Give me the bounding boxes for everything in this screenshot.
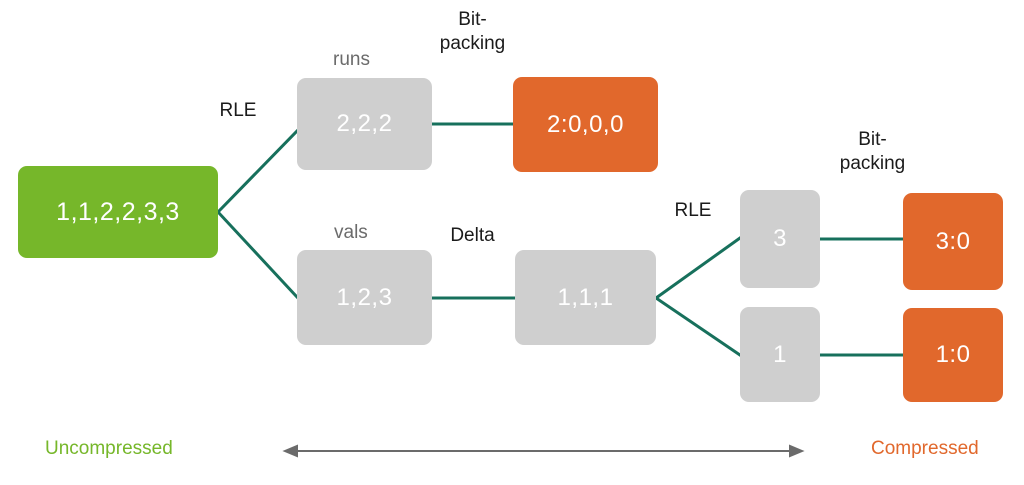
edge-source-to-runs	[215, 128, 300, 215]
scale-arrow	[282, 444, 805, 458]
edge-delta-to-three	[653, 235, 743, 301]
axis-label-uncompressed: Uncompressed	[45, 438, 173, 459]
edge-label-bitpacking-bottom: Bit- packing	[839, 129, 906, 175]
edge-delta-to-one	[653, 295, 743, 358]
edge-label-rle-top: RLE	[219, 100, 257, 121]
caption-runs: runs	[333, 49, 370, 70]
caption-vals: vals	[334, 222, 368, 243]
node-runs[interactable]: 2,2,2	[297, 78, 432, 170]
node-runs-bitpacked[interactable]: 2:0,0,0	[513, 77, 658, 172]
edge-label-delta: Delta	[450, 225, 495, 246]
node-one-bitpacked[interactable]: 1:0	[903, 308, 1003, 402]
node-delta[interactable]: 1,1,1	[515, 250, 656, 345]
edge-source-to-vals	[215, 209, 300, 300]
edge-label-bitpacking-top: Bit- packing	[439, 9, 506, 55]
edge-label-rle-bottom: RLE	[674, 200, 712, 221]
node-rle-three[interactable]: 3	[740, 190, 820, 288]
node-vals[interactable]: 1,2,3	[297, 250, 432, 345]
node-rle-one[interactable]: 1	[740, 307, 820, 402]
node-three-bitpacked[interactable]: 3:0	[903, 193, 1003, 290]
scale-arrow-head-right	[789, 444, 805, 458]
axis-label-compressed: Compressed	[871, 438, 979, 459]
scale-arrow-head-left	[282, 444, 298, 458]
node-uncompressed-source[interactable]: 1,1,2,2,3,3	[18, 166, 218, 258]
